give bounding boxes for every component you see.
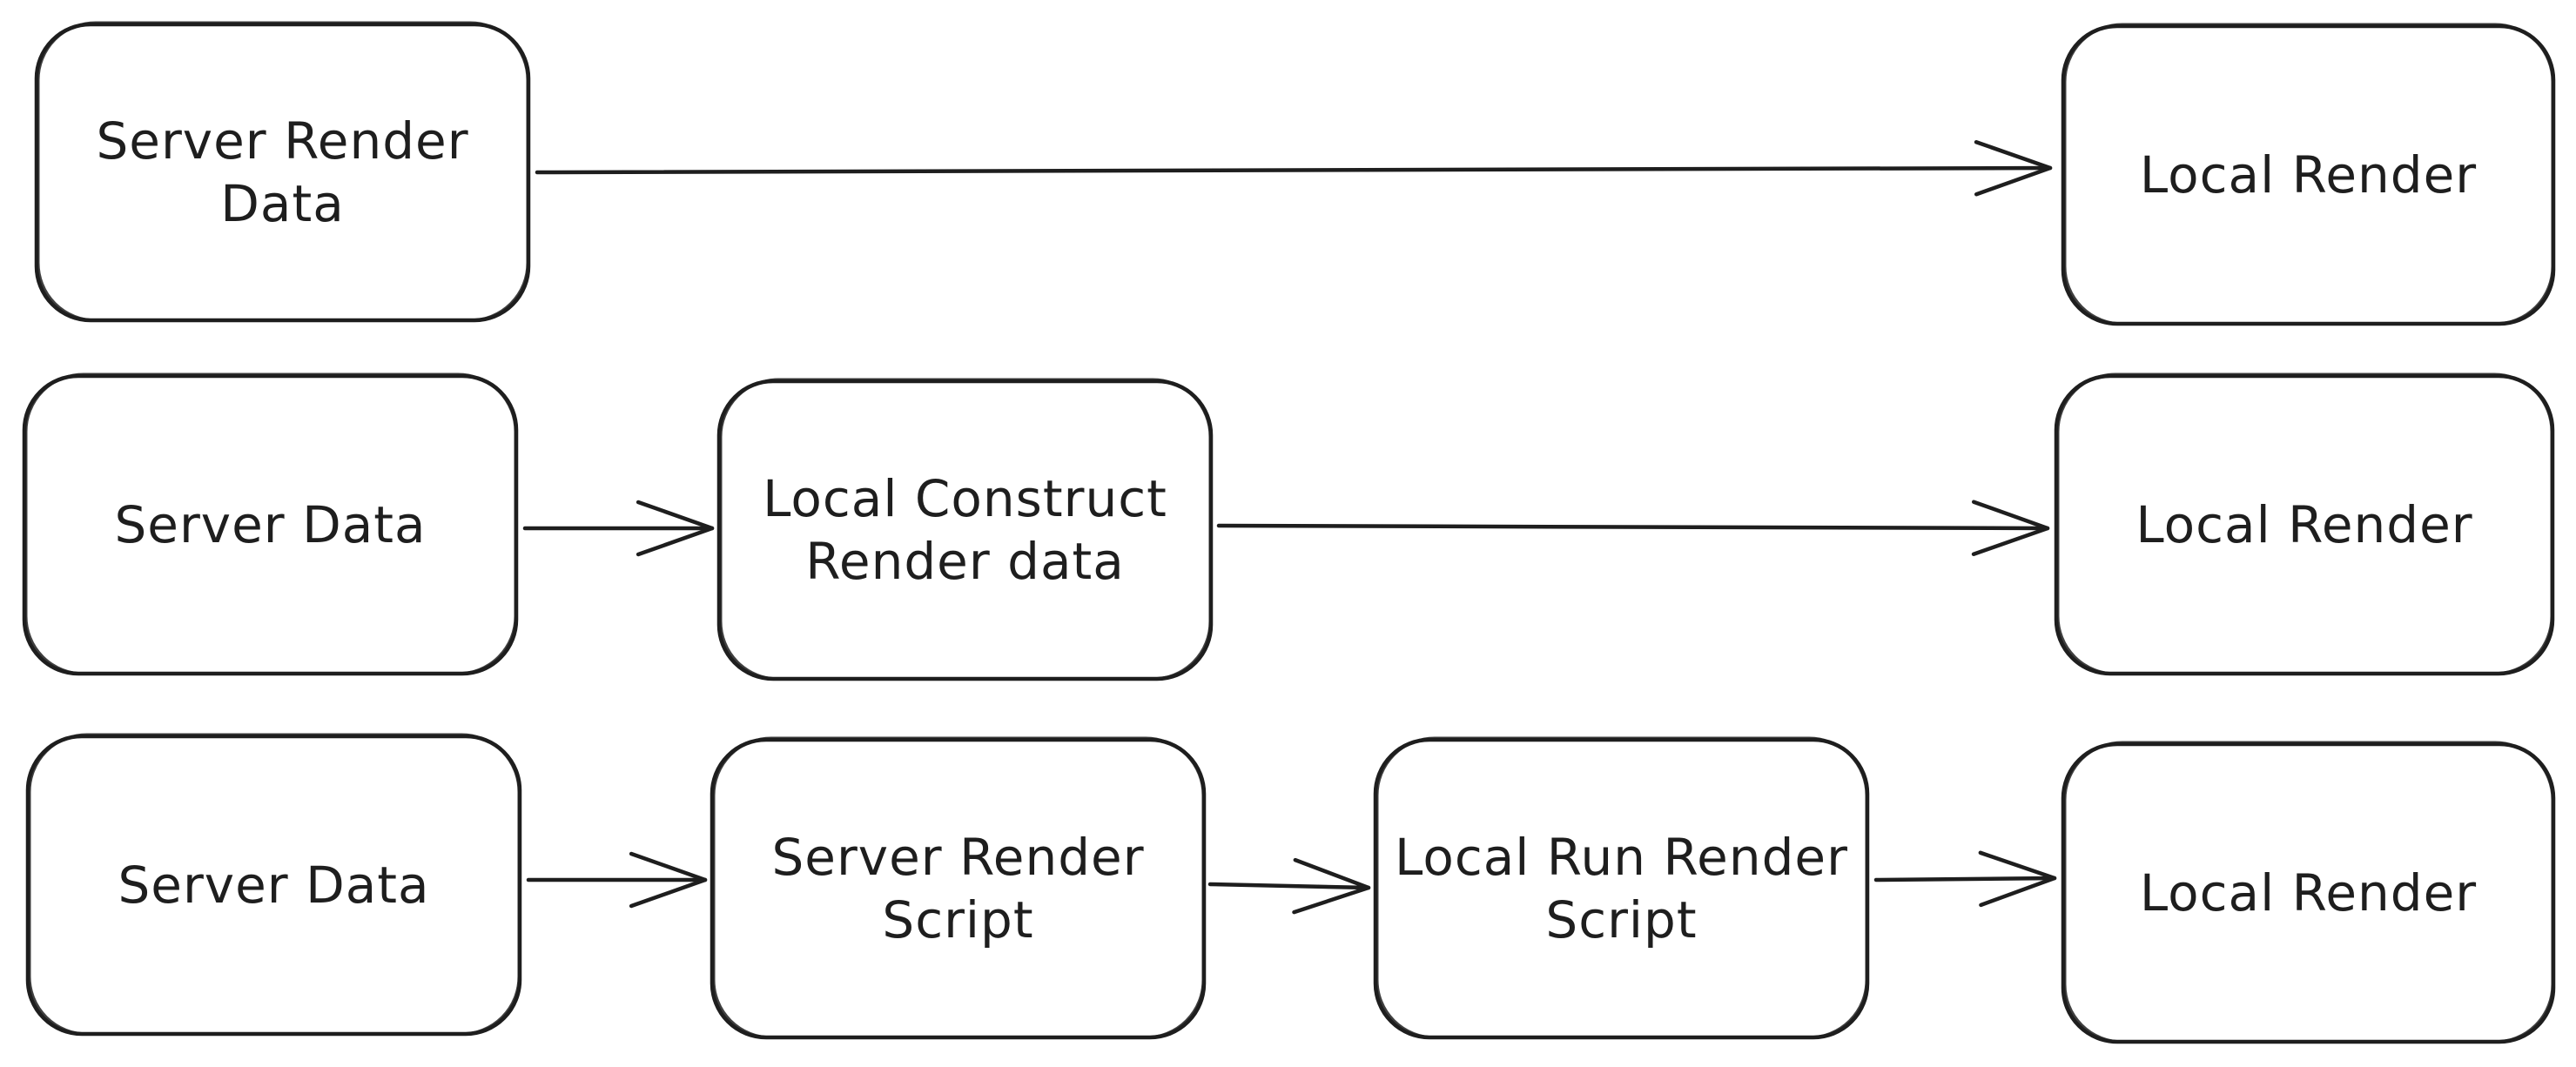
box-label-line: Local Render bbox=[2140, 863, 2477, 923]
arrow-head bbox=[1978, 850, 2057, 908]
box-label-line: Script bbox=[882, 890, 1033, 950]
box-label-line: Local Construct bbox=[763, 469, 1167, 528]
box-label-line: Data bbox=[220, 174, 345, 233]
arrow-head bbox=[629, 851, 708, 909]
box-label-line: Server Data bbox=[114, 495, 426, 554]
process-box: Server Data bbox=[22, 372, 519, 676]
process-box: Local Render bbox=[2054, 372, 2555, 676]
arrow-shaft bbox=[1207, 882, 1371, 890]
flow-arrow bbox=[522, 500, 715, 557]
arrow-head bbox=[636, 500, 715, 557]
box-label-line: Render data bbox=[805, 532, 1125, 591]
box-label-line: Server Render bbox=[771, 828, 1144, 887]
arrow-head bbox=[1971, 500, 2050, 556]
process-box: Server Data bbox=[25, 733, 522, 1037]
flow-arrow bbox=[1873, 850, 2057, 908]
process-box: Local Render bbox=[2061, 23, 2556, 326]
box-label-line: Server Data bbox=[118, 856, 429, 915]
arrow-shaft bbox=[1873, 876, 2057, 882]
flow-arrow bbox=[526, 851, 708, 909]
arrow-shaft bbox=[1216, 523, 2050, 531]
box-label-line: Local Run Render bbox=[1395, 828, 1848, 887]
box-label-line: Script bbox=[1545, 890, 1697, 950]
flow-arrow bbox=[1207, 857, 1371, 915]
box-label-line: Local Render bbox=[2140, 145, 2477, 205]
arrow-head bbox=[1974, 139, 2053, 197]
arrow-shaft bbox=[535, 165, 2053, 175]
arrow-head bbox=[1292, 857, 1371, 915]
process-box: Local Render bbox=[2061, 741, 2556, 1044]
box-label-line: Server Render bbox=[96, 111, 468, 171]
flow-arrow bbox=[535, 139, 2053, 197]
box-label-line: Local Render bbox=[2135, 495, 2472, 554]
flow-arrow bbox=[1216, 500, 2050, 556]
